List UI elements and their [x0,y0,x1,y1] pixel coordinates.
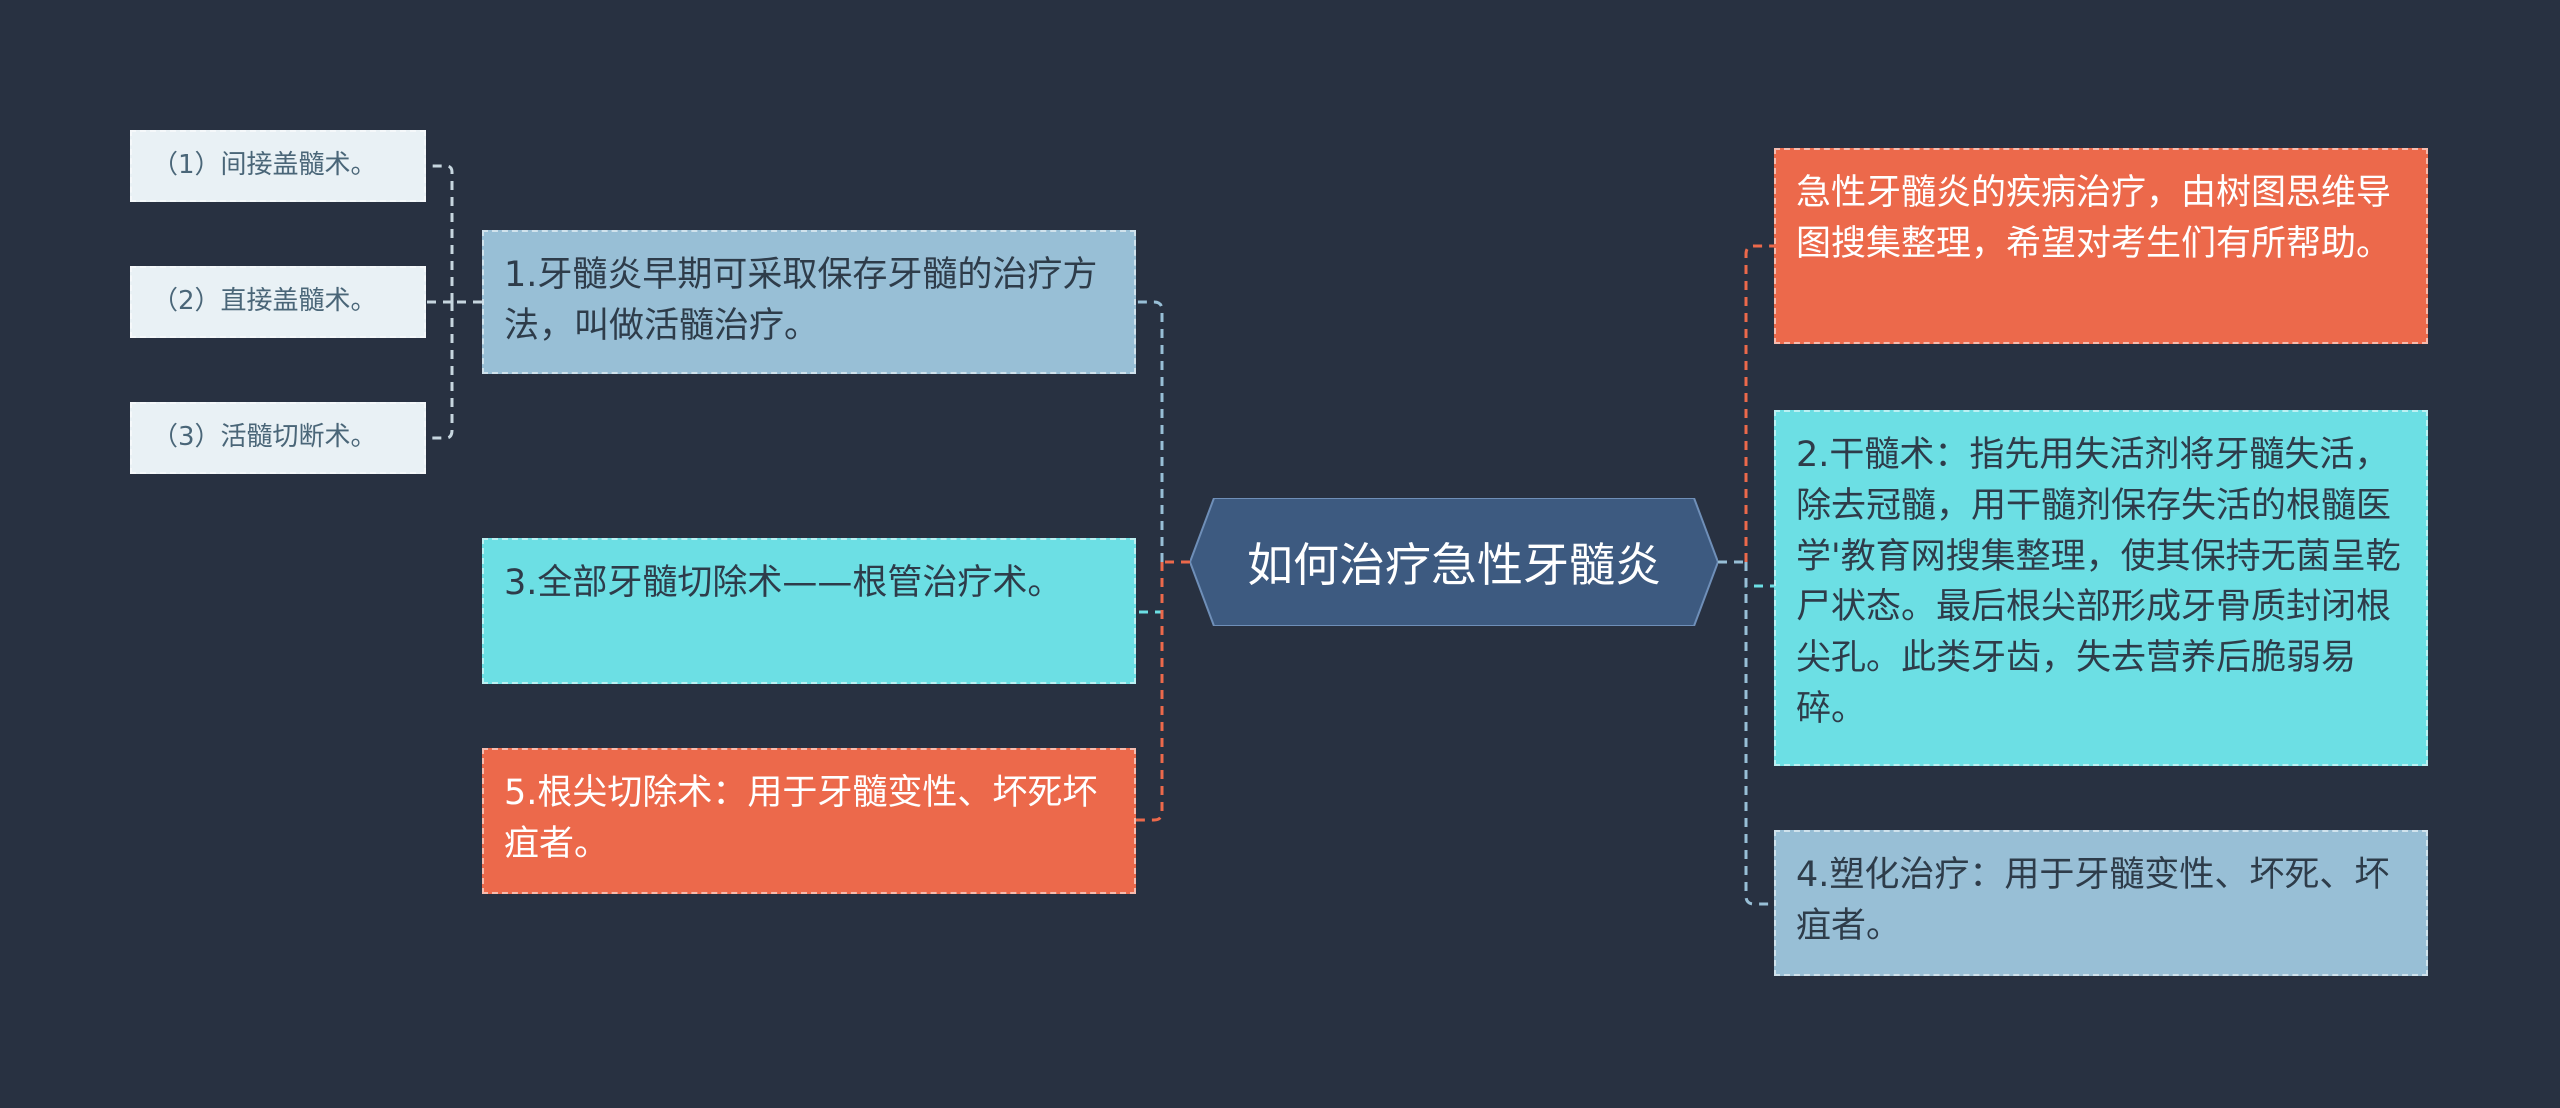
branch-label: 急性牙髓炎的疾病治疗，由树图思维导图搜集整理，希望对考生们有所帮助。 [1796,173,2392,264]
connector-left-5 [1136,562,1164,822]
leaf-label: （1）间接盖髓术。 [152,150,377,181]
connector-right-2 [1744,562,1774,588]
central-topic-label: 如何治疗急性牙髓炎 [1247,538,1661,592]
branch-label: 3.全部牙髓切除术——根管治疗术。 [504,563,1063,603]
leaf-pulpotomy[interactable]: （3）活髓切断术。 [130,402,426,474]
central-topic[interactable]: 如何治疗急性牙髓炎 [1190,498,1718,626]
connector-right-4 [1744,562,1774,906]
branch-resinifying-therapy[interactable]: 4.塑化治疗：用于牙髓变性、坏死、坏疽者。 [1774,830,2428,976]
connector-sub-3 [426,302,454,440]
connector-left-1 [1136,300,1164,562]
branch-label: 4.塑化治疗：用于牙髓变性、坏死、坏疽者。 [1796,855,2390,946]
branch-label: 2.干髓术：指先用失活剂将牙髓失活，除去冠髓，用干髓剂保存失活的根髓医学'教育网… [1796,435,2401,729]
leaf-indirect-pulp-capping[interactable]: （1）间接盖髓术。 [130,130,426,202]
connector-right-1 [1744,244,1774,562]
leaf-label: （3）活髓切断术。 [152,422,377,453]
branch-root-canal[interactable]: 3.全部牙髓切除术——根管治疗术。 [482,538,1136,684]
central-topic-shape [1190,498,1718,626]
leaf-direct-pulp-capping[interactable]: （2）直接盖髓术。 [130,266,426,338]
connector-left-3 [1136,562,1164,614]
branch-label: 1.牙髓炎早期可采取保存牙髓的治疗方法，叫做活髓治疗。 [504,255,1098,346]
branch-apicoectomy[interactable]: 5.根尖切除术：用于牙髓变性、坏死坏疽者。 [482,748,1136,894]
connector-sub-1 [426,164,454,302]
branch-label: 5.根尖切除术：用于牙髓变性、坏死坏疽者。 [504,773,1098,864]
branch-vital-pulp-therapy[interactable]: 1.牙髓炎早期可采取保存牙髓的治疗方法，叫做活髓治疗。 [482,230,1136,374]
leaf-label: （2）直接盖髓术。 [152,286,377,317]
branch-summary-note[interactable]: 急性牙髓炎的疾病治疗，由树图思维导图搜集整理，希望对考生们有所帮助。 [1774,148,2428,344]
branch-dry-pulp-therapy[interactable]: 2.干髓术：指先用失活剂将牙髓失活，除去冠髓，用干髓剂保存失活的根髓医学'教育网… [1774,410,2428,766]
